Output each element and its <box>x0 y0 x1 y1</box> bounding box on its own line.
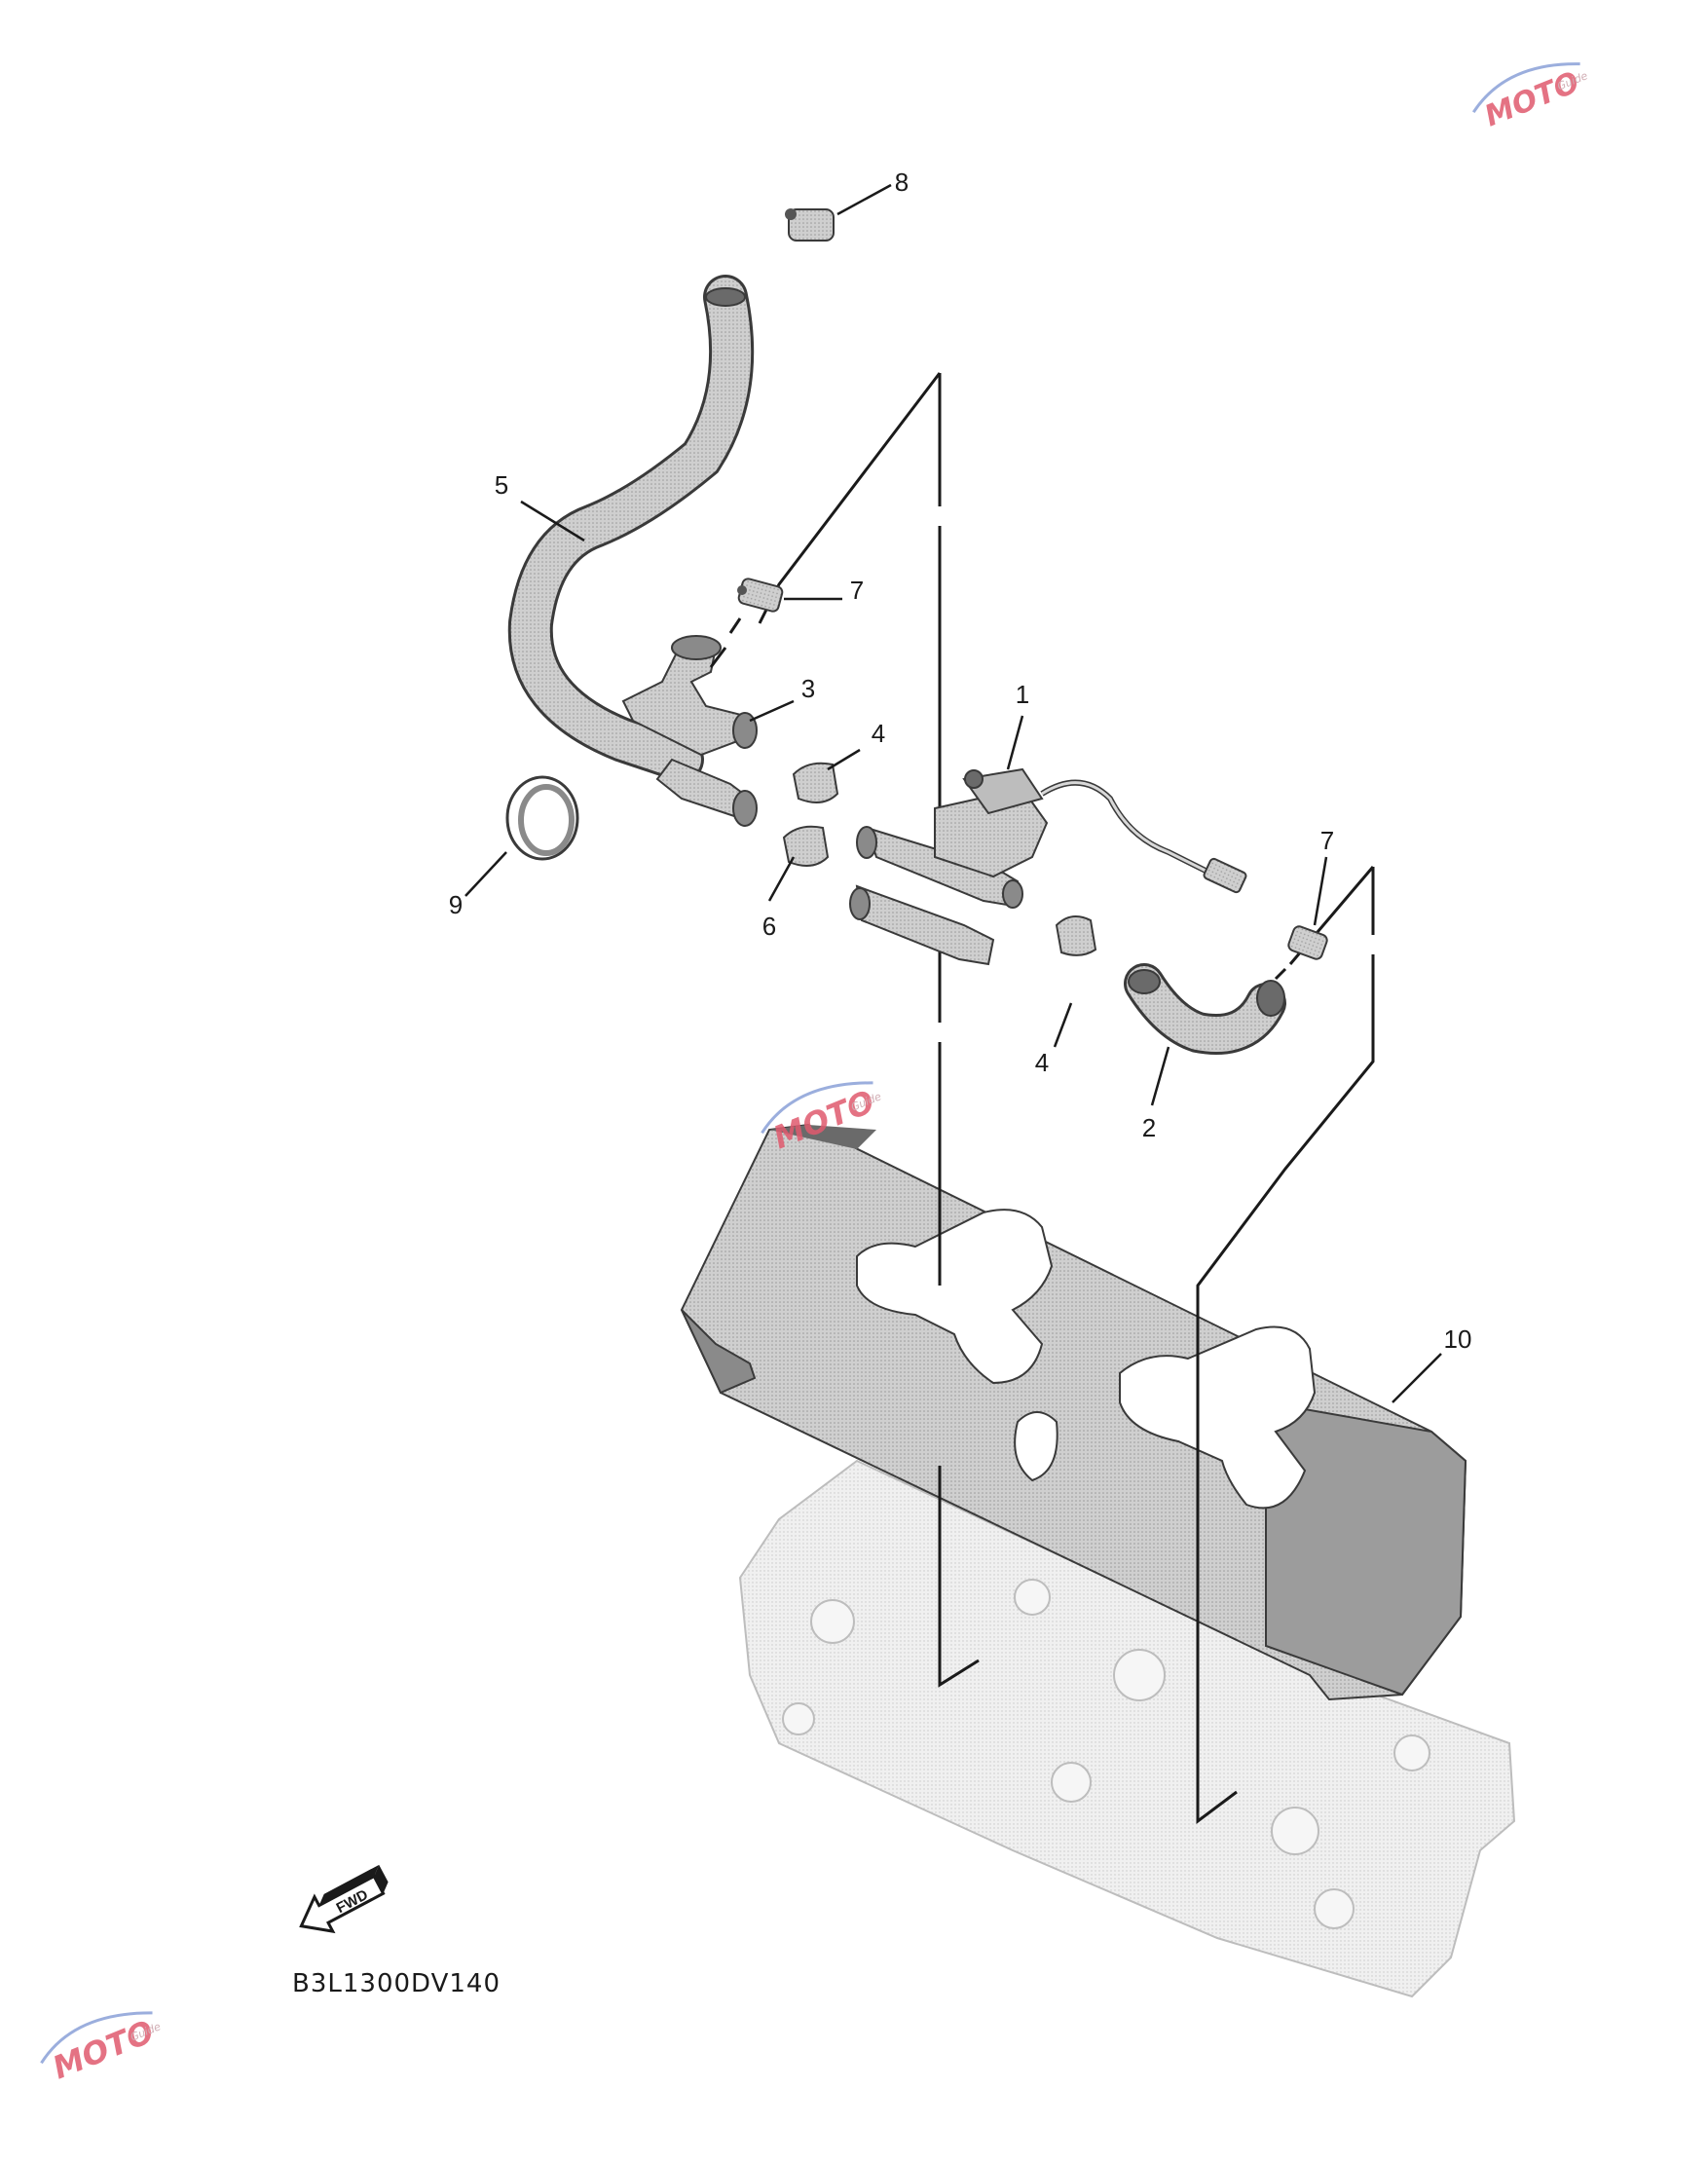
callout-3: 3 <box>801 674 815 703</box>
hose-part-2 <box>1124 963 1286 1055</box>
callout-2: 2 <box>1142 1113 1156 1142</box>
y-joint-part-3 <box>621 635 758 827</box>
cylinder-head-ghost <box>738 1459 1516 1998</box>
hose-part-5 <box>507 275 755 782</box>
callout-7-upper: 7 <box>850 576 864 605</box>
clamp-part-6 <box>782 825 830 867</box>
watermark-top-right: MOTO Guide <box>1471 62 1589 133</box>
callout-9: 9 <box>449 890 463 919</box>
clip-part-8 <box>785 208 835 242</box>
clip-part-7-upper <box>709 578 784 668</box>
callout-4-upper: 4 <box>872 719 885 748</box>
callout-10: 10 <box>1444 1324 1472 1354</box>
callout-5: 5 <box>495 470 508 500</box>
ring-part-9 <box>505 775 579 861</box>
callout-6: 6 <box>762 912 776 941</box>
callout-7-lower: 7 <box>1320 826 1334 855</box>
callout-labels: 1 2 3 4 4 5 6 7 7 8 9 10 <box>449 168 1472 1354</box>
leader-lines <box>464 183 1442 1403</box>
air-valve-part-1 <box>849 767 1247 966</box>
callout-4-lower: 4 <box>1035 1048 1049 1077</box>
callout-1: 1 <box>1016 680 1029 709</box>
watermark-bottom-left: MOTO Guide <box>40 2011 163 2087</box>
callout-8: 8 <box>895 168 909 197</box>
diagram-code: B3L1300DV140 <box>292 1969 501 1998</box>
clamp-part-4-upper <box>792 762 839 803</box>
clamp-part-4-lower <box>1055 915 1097 956</box>
fwd-arrow-icon: FWD <box>299 1864 389 1934</box>
svg-text:MOTO: MOTO <box>48 2013 159 2087</box>
cover-plate-part-10 <box>680 1123 1467 1701</box>
